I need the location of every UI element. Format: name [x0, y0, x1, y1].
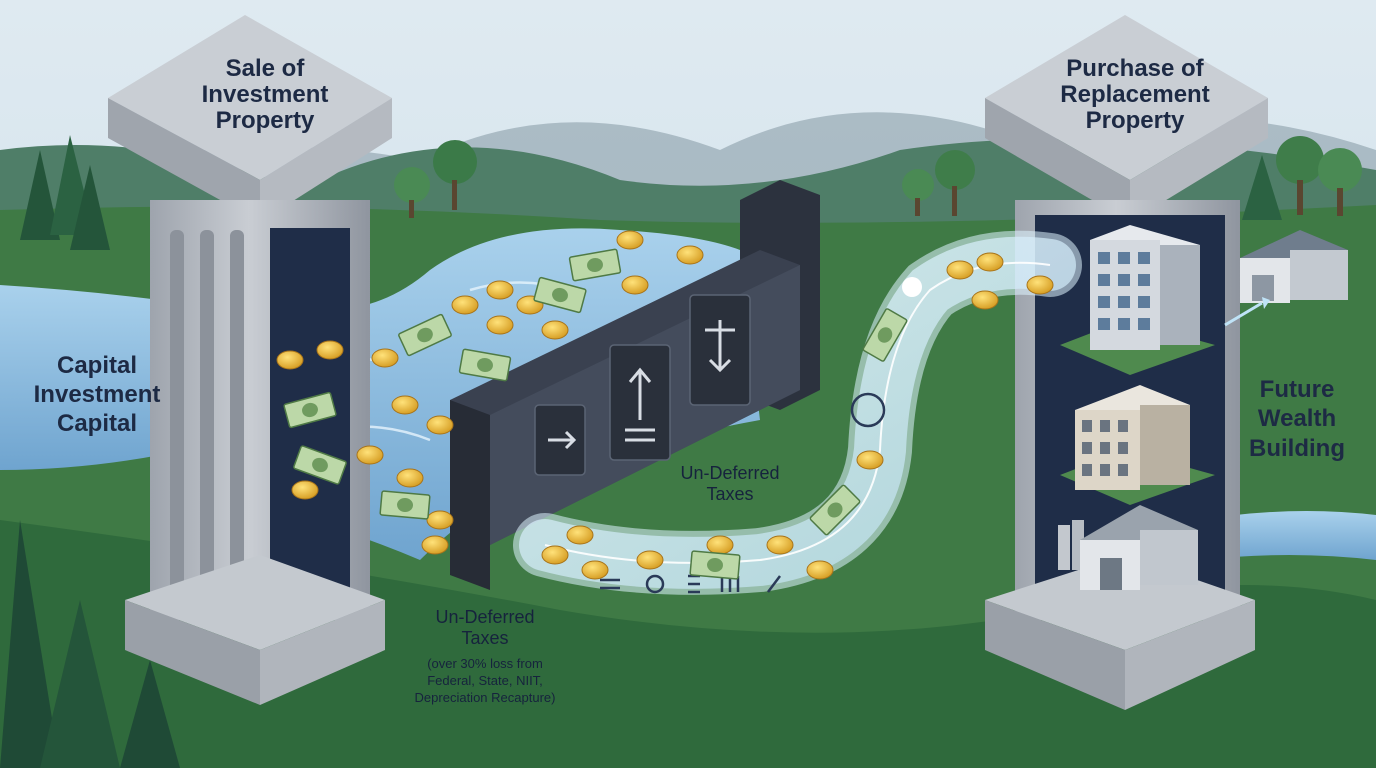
coin-icon — [976, 252, 1004, 272]
sale-pillar-title: Sale of Investment Property — [160, 56, 370, 134]
left-lake — [0, 285, 160, 470]
sale-pillar — [108, 15, 392, 705]
coin-icon — [676, 245, 704, 265]
coin-icon — [581, 560, 609, 580]
capital-label-line: Capital — [56, 409, 137, 437]
coin-icon — [486, 315, 514, 335]
purchase-pillar-title-line: Purchase of — [1066, 55, 1204, 82]
sale-pillar-title-line: Sale of — [225, 55, 305, 82]
dam-label-line: Taxes — [461, 628, 509, 649]
coin-icon — [856, 450, 884, 470]
trees — [0, 135, 1362, 768]
coin-icon — [806, 560, 834, 580]
coin-icon — [971, 290, 999, 310]
tax-loss-note-line: Federal, State, NIIT, — [427, 672, 543, 688]
purchase-pillar-title-line: Property — [1085, 106, 1185, 134]
tax-loss-note-line: (over 30% loss from — [427, 656, 543, 671]
coin-icon — [421, 535, 449, 555]
dam-label-line: Un-Deferred — [435, 607, 535, 627]
coin-icon — [946, 260, 974, 280]
pipe-tax-symbols — [600, 392, 886, 594]
banknote-icon — [379, 490, 431, 520]
apartment-building-icon — [1075, 385, 1190, 490]
coin-icon — [276, 350, 304, 370]
banknote-icon — [809, 484, 861, 536]
capital-label-line: Capital — [56, 352, 137, 379]
coin-icon — [426, 415, 454, 435]
coin-icon — [396, 468, 424, 488]
coin-icon — [291, 480, 319, 500]
coin-icon — [451, 295, 479, 315]
tax-loss-note: (over 30% loss from Federal, State, NIIT… — [382, 656, 588, 707]
coin-icon — [706, 535, 734, 555]
future-wealth-label-line: Wealth — [1257, 405, 1337, 433]
banknote-icon — [398, 313, 452, 357]
coins — [276, 230, 1054, 580]
coin-icon — [486, 280, 514, 300]
capital-label: Capital Investment Capital — [12, 352, 182, 438]
capital-label-line: Investment — [33, 380, 161, 408]
banknote-icon — [689, 550, 741, 580]
purchase-pillar-title-line: Replacement — [1060, 80, 1210, 108]
sale-pillar-title-line: Property — [215, 106, 315, 134]
purchase-pillar-title: Purchase of Replacement Property — [1030, 56, 1240, 134]
coin-icon — [356, 445, 384, 465]
pipe-label-line: Un-Deferred — [680, 463, 780, 483]
sale-pillar-title-line: Investment — [201, 80, 329, 108]
banknote-icon — [293, 445, 347, 485]
banknote-icon — [533, 276, 587, 314]
coin-icon — [316, 340, 344, 360]
coin-icon — [541, 320, 569, 340]
banknote-icon — [458, 348, 512, 382]
banknote-icon — [862, 308, 908, 362]
coin-icon — [621, 275, 649, 295]
coin-icon — [766, 535, 794, 555]
banknote-icon — [283, 391, 337, 429]
tax-dam — [450, 180, 820, 590]
future-wealth-label-line: Future — [1259, 376, 1335, 403]
pipe-label-line: Taxes — [706, 484, 754, 505]
right-river — [1200, 511, 1376, 560]
dam-undeferred-taxes-label: Un-Deferred Taxes — [385, 607, 585, 649]
barn-icon — [1058, 505, 1198, 590]
coin-icon — [371, 348, 399, 368]
coin-icon — [1026, 275, 1054, 295]
coin-icon — [566, 525, 594, 545]
coin-icon — [391, 395, 419, 415]
future-wealth-label-line: Building — [1249, 434, 1345, 462]
pipe-undeferred-taxes-label: Un-Deferred Taxes — [660, 463, 800, 505]
tax-loss-note-line: Depreciation Recapture) — [414, 689, 556, 705]
coin-icon — [636, 550, 664, 570]
warehouse-icon — [1240, 230, 1348, 303]
arrow-icon — [1224, 297, 1270, 327]
banknotes — [283, 248, 908, 580]
coin-icon — [426, 510, 454, 530]
future-wealth-label: Future Wealth Building — [1222, 375, 1372, 463]
office-building-icon — [1090, 225, 1200, 350]
coin-icon — [616, 230, 644, 250]
coin-icon — [541, 545, 569, 565]
banknote-icon — [568, 248, 622, 282]
